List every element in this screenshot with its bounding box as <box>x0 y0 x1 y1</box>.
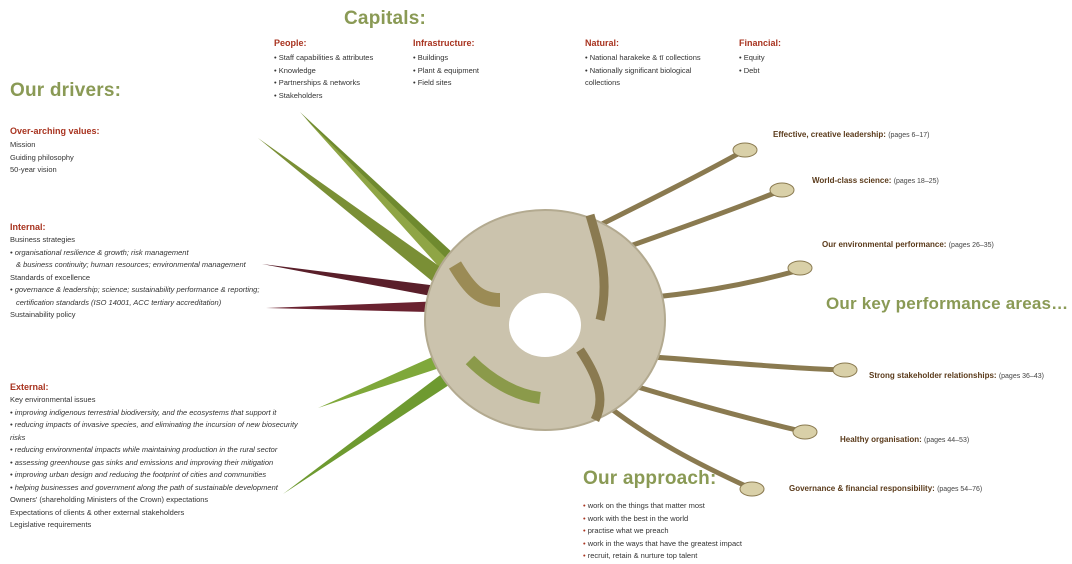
kpa-item: Healthy organisation: (pages 44–53) <box>840 435 969 444</box>
list-item: Knowledge <box>274 65 409 78</box>
kpa-item: World-class science: (pages 18–25) <box>812 176 939 185</box>
list-item: Staff capabilities & attributes <box>274 52 409 65</box>
list-item: Field sites <box>413 77 543 90</box>
capital-column-infrastructure: Infrastructure: Buildings Plant & equipm… <box>413 38 543 90</box>
value-item: 50-year vision <box>10 164 240 177</box>
internal-sub: • organisational resilience & growth; ri… <box>10 247 280 260</box>
value-item: Mission <box>10 139 240 152</box>
kpa-item: Our environmental performance: (pages 26… <box>822 240 994 249</box>
external-outro: Legislative requirements <box>10 519 310 532</box>
capital-column-natural: Natural: National harakeke & tī collecti… <box>585 38 720 90</box>
capitals-title: Capitals: <box>344 8 426 30</box>
list-item: work on the things that matter most <box>583 500 813 513</box>
kpa-label: World-class science: <box>812 176 891 185</box>
external-drivers: External: Key environmental issues impro… <box>10 382 310 532</box>
kpa-item: Effective, creative leadership: (pages 6… <box>773 130 929 139</box>
internal-line: Sustainability policy <box>10 309 280 322</box>
list-item: practise what we preach <box>583 525 813 538</box>
approach-list: work on the things that matter most work… <box>583 500 813 563</box>
list-item: reducing environmental impacts while mai… <box>10 444 310 457</box>
list-item: Stakeholders <box>274 90 409 103</box>
kpa-label: Strong stakeholder relationships: <box>869 371 997 380</box>
internal-line: Standards of excellence <box>10 272 280 285</box>
capital-heading: Natural: <box>585 38 720 48</box>
internal-sub: certification standards (ISO 14001, ACC … <box>10 297 280 310</box>
internal-sub: • governance & leadership; science; sust… <box>10 284 280 297</box>
list-item: assessing greenhouse gas sinks and emiss… <box>10 457 310 470</box>
kpa-item: Governance & financial responsibility: (… <box>789 484 982 493</box>
list-item: helping businesses and government along … <box>10 482 310 495</box>
internal-line: Business strategies <box>10 234 280 247</box>
capital-column-financial: Financial: Equity Debt <box>739 38 839 77</box>
kpa-pages: (pages 6–17) <box>888 132 929 139</box>
kpa-pages: (pages 36–43) <box>999 373 1044 380</box>
internal-drivers: Internal: Business strategies • organisa… <box>10 222 280 322</box>
internal-sub: & business continuity; human resources; … <box>10 259 280 272</box>
approach-title: Our approach: <box>583 468 717 490</box>
kpa-label: Effective, creative leadership: <box>773 130 886 139</box>
external-heading: External: <box>10 382 310 392</box>
list-item: reducing impacts of invasive species, an… <box>10 419 310 444</box>
kpa-item: Strong stakeholder relationships: (pages… <box>869 371 1044 380</box>
capital-heading: People: <box>274 38 409 48</box>
drivers-title: Our drivers: <box>10 80 121 102</box>
list-item: Equity <box>739 52 839 65</box>
kpa-label: Governance & financial responsibility: <box>789 484 935 493</box>
kpa-pages: (pages 26–35) <box>949 242 994 249</box>
overarching-values: Over-arching values: Mission Guiding phi… <box>10 126 240 177</box>
kpa-pages: (pages 44–53) <box>924 437 969 444</box>
list-item: work with the best in the world <box>583 513 813 526</box>
list-item: improving indigenous terrestrial biodive… <box>10 407 310 420</box>
kpa-label: Our environmental performance: <box>822 240 946 249</box>
capital-heading: Infrastructure: <box>413 38 543 48</box>
list-item: improving urban design and reducing the … <box>10 469 310 482</box>
list-item: Nationally significant biological collec… <box>585 65 720 90</box>
list-item: recruit, retain & nurture top talent <box>583 550 813 563</box>
kpa-pages: (pages 54–76) <box>937 486 982 493</box>
capital-heading: Financial: <box>739 38 839 48</box>
kpa-title: Our key performance areas… <box>826 294 1068 314</box>
list-item: Buildings <box>413 52 543 65</box>
internal-heading: Internal: <box>10 222 280 232</box>
value-item: Guiding philosophy <box>10 152 240 165</box>
kpa-label: Healthy organisation: <box>840 435 922 444</box>
external-intro: Key environmental issues <box>10 394 310 407</box>
list-item: work in the ways that have the greatest … <box>583 538 813 551</box>
external-outro: Expectations of clients & other external… <box>10 507 310 520</box>
capital-column-people: People: Staff capabilities & attributes … <box>274 38 409 102</box>
list-item: Debt <box>739 65 839 78</box>
external-outro: Owners' (shareholding Ministers of the C… <box>10 494 310 507</box>
kpa-pages: (pages 18–25) <box>894 178 939 185</box>
stone-ring <box>425 210 665 430</box>
list-item: Partnerships & networks <box>274 77 409 90</box>
overarching-heading: Over-arching values: <box>10 126 240 136</box>
list-item: Plant & equipment <box>413 65 543 78</box>
list-item: National harakeke & tī collections <box>585 52 720 65</box>
